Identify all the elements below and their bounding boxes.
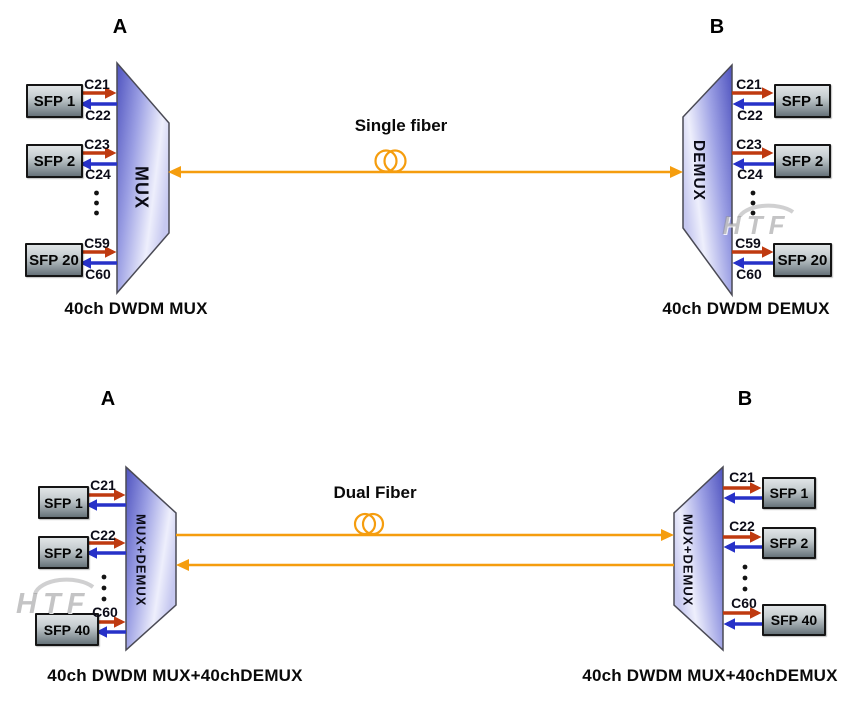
demux-device-label: DEMUX	[690, 139, 707, 201]
demux-shape	[682, 63, 733, 298]
mux-device-label: MUX	[131, 166, 152, 209]
watermark-arc	[33, 577, 95, 595]
channel-label-tx: C22	[729, 518, 755, 534]
channel-label-tx: C23	[736, 136, 762, 152]
channel-label-tx: C23	[84, 136, 110, 152]
sfp-box: SFP 40	[762, 604, 826, 636]
dual-endpoint-a-label: A	[100, 388, 116, 410]
sfp-box: SFP 2	[774, 144, 831, 178]
single-fiber-label: Single fiber	[354, 116, 448, 135]
single-endpoint-b-label: B	[709, 16, 725, 38]
channel-label-rx: C60	[85, 266, 111, 282]
channel-label-rx: C60	[736, 266, 762, 282]
channel-label-rx: C22	[737, 107, 763, 123]
single-fiber-line	[168, 166, 683, 178]
muxdemux-b-caption: 40ch DWDM MUX+40chDEMUX	[582, 666, 838, 685]
dual-fiber-line-tx	[176, 529, 674, 541]
dual-right-arrows	[723, 482, 762, 630]
channel-label-tx: C60	[731, 595, 757, 611]
channel-label-tx: C21	[736, 76, 762, 92]
muxdemux-a-device-label: MUX+DEMUX	[133, 513, 149, 607]
single-endpoint-a-label: A	[112, 16, 128, 38]
demux-caption: 40ch DWDM DEMUX	[662, 299, 830, 318]
muxdemux-b-shape	[673, 465, 724, 652]
channel-label-tx: C22	[90, 527, 116, 543]
single-right-arrows	[732, 87, 774, 269]
watermark-arc	[737, 203, 795, 219]
sfp-box: SFP 20	[773, 243, 832, 277]
channel-label-rx: C22	[85, 107, 111, 123]
sfp-box: SFP 2	[38, 536, 89, 569]
watermark-logo: HTF	[722, 210, 791, 240]
channel-label-tx: C21	[90, 477, 116, 493]
channel-label-tx: C21	[84, 76, 110, 92]
single-fiber-coil-icon	[374, 149, 407, 173]
muxdemux-b-device-label: MUX+DEMUX	[680, 513, 696, 607]
single-left-arrows	[79, 87, 117, 269]
channel-label-tx: C59	[84, 235, 110, 251]
mux-caption: 40ch DWDM MUX	[64, 299, 208, 318]
dual-endpoint-b-label: B	[737, 388, 753, 410]
sfp-box: SFP 40	[35, 613, 99, 646]
channel-label-tx: C21	[729, 469, 755, 485]
sfp-box: SFP 1	[26, 84, 83, 118]
sfp-box: SFP 1	[774, 84, 831, 118]
muxdemux-a-shape	[125, 465, 177, 652]
ellipsis-dots	[94, 190, 756, 602]
dual-left-arrows	[85, 489, 126, 638]
watermark-logo: HTF	[16, 588, 91, 620]
mux-shape	[116, 60, 170, 296]
sfp-box: SFP 2	[26, 144, 83, 178]
channel-label-tx: C60	[92, 604, 118, 620]
sfp-box: SFP 1	[762, 477, 816, 509]
channel-label-rx: C24	[737, 166, 763, 182]
sfp-box: SFP 20	[25, 243, 83, 277]
sfp-box: SFP 1	[38, 486, 89, 519]
channel-label-rx: C24	[85, 166, 111, 182]
muxdemux-a-caption: 40ch DWDM MUX+40chDEMUX	[47, 666, 303, 685]
channel-label-tx: C59	[735, 235, 761, 251]
dual-fiber-coil-icon	[353, 512, 385, 536]
sfp-box: SFP 2	[762, 527, 816, 559]
dual-fiber-line-rx	[176, 559, 674, 571]
dual-fiber-label: Dual Fiber	[333, 483, 417, 502]
